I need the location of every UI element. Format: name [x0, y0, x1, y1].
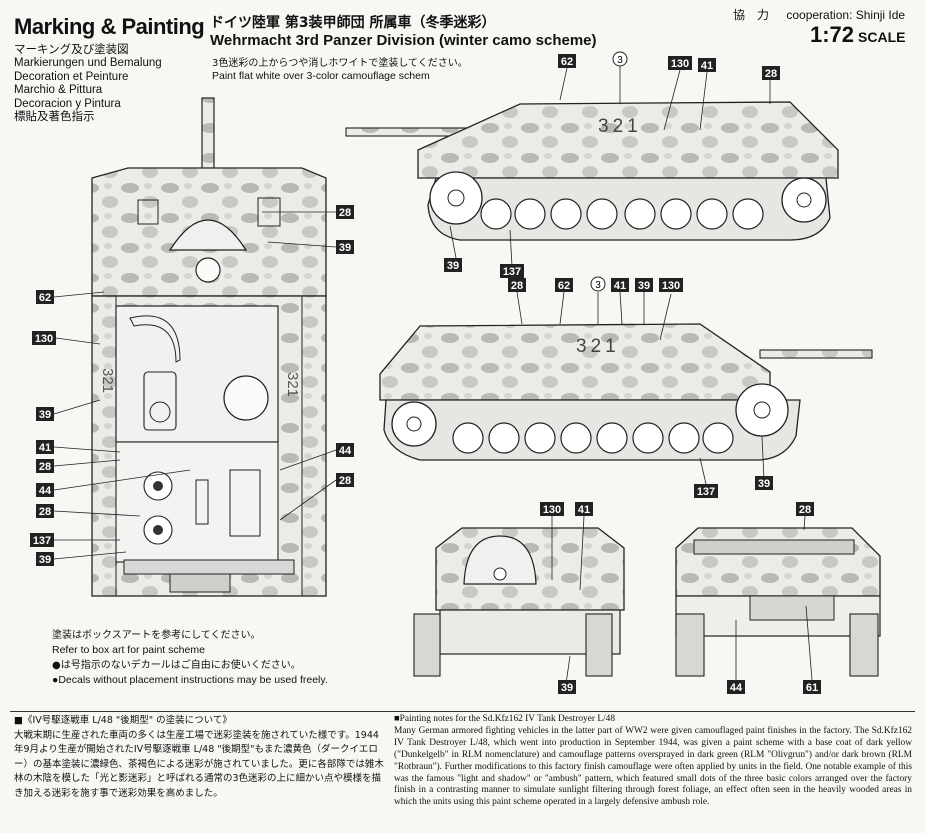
callout-28-top-2: 28: [39, 506, 51, 518]
jp-paint-note: 3色迷彩の上からつや消しホワイトで塗装してください。: [212, 58, 468, 69]
callout-62-top: 62: [39, 292, 51, 304]
callout-137-side-2: 137: [697, 486, 715, 498]
jp-history-body: 大戦末期に生産された車両の多くは生産工場で迷彩塗装を施されていた様です。1944…: [14, 729, 384, 799]
paint-notes: 塗装はボックスアートを参考にしてください。 Refer to box art f…: [52, 628, 328, 688]
callout-130-side-2: 130: [662, 280, 680, 292]
paint-note-en-1: Refer to box art for paint scheme: [52, 644, 205, 656]
vehicle-number-top-left: 321: [99, 368, 116, 393]
callout-39-side-3: 39: [758, 478, 770, 490]
paint-note-en-2: ●Decals without placement instructions m…: [52, 674, 328, 686]
front-view: [413, 527, 625, 677]
callout-39-side-2: 39: [638, 280, 650, 292]
cooperation-credit: 協 力 cooperation: Shinji Ide: [733, 6, 905, 23]
lang-de: Markierungen und Bemalung: [14, 57, 162, 70]
callout-39-front: 39: [561, 682, 573, 694]
callout-41-side-2: 41: [614, 280, 626, 292]
vehicle-number-top-right: 321: [284, 372, 301, 397]
lang-jp: マーキング及び塗装図: [14, 44, 129, 56]
callout-137-top: 137: [33, 535, 51, 547]
lang-es: Decoracion y Pintura: [14, 97, 121, 110]
callout-39-top: 39: [39, 409, 51, 421]
side-view-top: 321: [345, 101, 839, 241]
callout-41-top: 41: [39, 442, 51, 454]
leader-lines: [53, 66, 813, 685]
callout-39-top-2: 39: [39, 554, 51, 566]
callout-28-side-2: 28: [511, 280, 523, 292]
callout-3-side: 3: [617, 55, 623, 66]
scale-ratio: 1:72: [810, 22, 855, 47]
side-view-bottom: 321: [379, 323, 873, 461]
callout-41-front: 41: [578, 504, 590, 516]
callout-28-side: 28: [765, 68, 777, 80]
scale-word: SCALE: [858, 29, 906, 45]
callout-3-side-2: 3: [595, 280, 601, 291]
en-history-body: Many German armored fighting vehicles in…: [394, 725, 912, 808]
callout-44-top-2: 44: [339, 445, 352, 457]
callout-28-top-1: 28: [39, 461, 51, 473]
callout-44-rear: 44: [730, 682, 743, 694]
vehicle-number-side-top: 321: [598, 116, 642, 137]
en-paint-note: Paint flat white over 3-color camouflage…: [212, 70, 430, 82]
en-history-title: ■Painting notes for the Sd.Kfz162 IV Tan…: [394, 714, 616, 724]
callout-39-top-3: 39: [339, 242, 351, 254]
cooperation-jp: 協 力: [733, 8, 770, 22]
paint-note-jp-2: ●は号指示のないデカールはご自由にお使いください。: [52, 660, 301, 671]
en-title: Wehrmacht 3rd Panzer Division (winter ca…: [210, 32, 597, 49]
callout-62-side-2: 62: [558, 280, 570, 292]
en-history-block: ■Painting notes for the Sd.Kfz162 IV Tan…: [394, 714, 912, 809]
callout-boxes: 62 130 39 41 28 44 28 137 39 28 39 44 28…: [30, 54, 821, 694]
callout-28-top-3: 28: [339, 207, 351, 219]
circled-callouts: 3 3: [590, 51, 628, 292]
callout-62-side: 62: [561, 56, 573, 68]
marking-title: Marking & Painting: [14, 14, 205, 39]
vehicle-number-side-bottom: 321: [576, 336, 620, 357]
jp-history-block: ■《IV号駆逐戦車 L/48 "後期型" の塗装について》 大戦末期に生産された…: [14, 714, 384, 802]
callout-130-front: 130: [543, 504, 561, 516]
lang-zh: 標貼及著色指示: [14, 111, 95, 124]
lang-fr: Decoration et Peinture: [14, 70, 129, 83]
jp-title: ドイツ陸軍 第3装甲師団 所属車（冬季迷彩）: [210, 15, 496, 31]
callout-28-top-4: 28: [339, 475, 351, 487]
callout-44-top: 44: [39, 485, 52, 497]
lang-it: Marchio & Pittura: [14, 84, 103, 97]
jp-history-title: ■《IV号駆逐戦車 L/48 "後期型" の塗装について》: [14, 715, 232, 726]
language-list: マーキング及び塗装図 Markierungen und Bemalung Dec…: [14, 44, 162, 124]
callout-28-rear: 28: [799, 504, 811, 516]
rear-view: [675, 527, 881, 677]
callout-137-side: 137: [503, 266, 521, 278]
callout-130-top: 130: [35, 333, 53, 345]
paint-note-jp-1: 塗装はボックスアートを参考にしてください。: [52, 630, 261, 641]
top-view: 321 321: [91, 97, 327, 597]
callout-41-side: 41: [701, 60, 713, 72]
callout-39-side: 39: [447, 260, 459, 272]
callout-61-rear: 61: [806, 682, 818, 694]
callout-130-side: 130: [671, 58, 689, 70]
divider: [10, 711, 915, 712]
cooperation-en: cooperation: Shinji Ide: [786, 8, 906, 22]
